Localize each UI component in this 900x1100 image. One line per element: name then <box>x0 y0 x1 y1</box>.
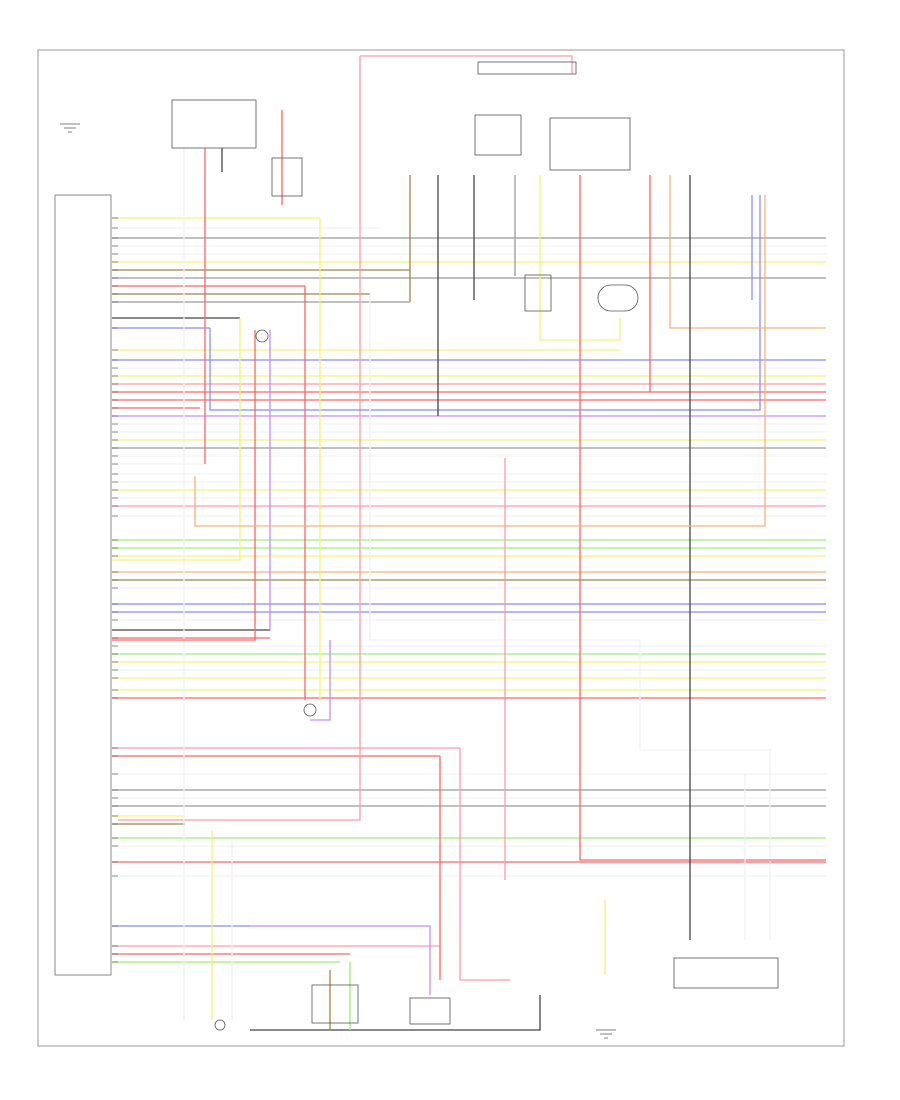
relay-box-small <box>271 157 303 197</box>
wire-yellow-riser <box>112 318 241 561</box>
ground-symbol-top <box>60 123 80 133</box>
bottom-sensor-box <box>311 984 359 1024</box>
wire-violet-to-node <box>310 640 331 721</box>
wire-pink-top-connector <box>360 55 573 74</box>
diagram-border <box>37 49 845 1047</box>
relay-box-top-center <box>474 114 522 156</box>
wire-white-long <box>369 294 771 940</box>
sensor-circle-mid <box>597 284 639 312</box>
wire-pink-top-loop <box>118 56 361 821</box>
wire-violet-bottom <box>250 925 431 995</box>
relay-box-top-left <box>171 99 257 149</box>
wire-red-riser <box>112 330 256 641</box>
connector-pins <box>112 217 118 963</box>
wire-orange-right <box>669 175 826 329</box>
connector-node-bottom <box>214 1019 226 1031</box>
connector-node-left <box>255 329 269 343</box>
fuel-switch-box <box>549 117 631 171</box>
ignition-unit-box <box>673 957 779 989</box>
ground-symbol-bottom <box>596 1029 616 1039</box>
wire-harness <box>112 55 826 1031</box>
wire-red-down <box>579 175 826 861</box>
wire-black-ground <box>250 995 541 1031</box>
connector-node-lower <box>303 703 317 717</box>
bottom-center-box <box>409 997 451 1025</box>
wire-blue-loop <box>209 195 761 411</box>
connector-top <box>477 61 577 75</box>
wire-orange-loop <box>194 195 766 527</box>
wire-pink-bottom <box>459 748 510 981</box>
engine-control-module <box>54 194 112 976</box>
sensor-box-mid <box>524 274 552 312</box>
